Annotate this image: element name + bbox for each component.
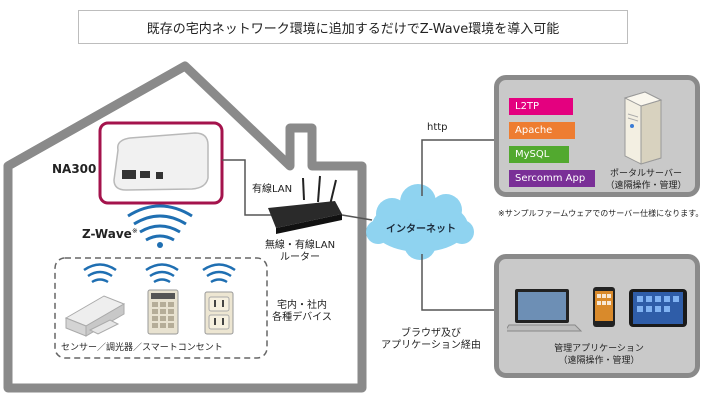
internet-cloud-icon [366,184,474,260]
router-label-line1: 無線・有線LAN [264,240,336,251]
router-label: 無線・有線LAN ルーター [262,240,338,264]
wired-lan-label: 有線LAN [252,184,293,195]
router-internet-line [341,214,373,221]
banner-text: 既存の宅内ネットワーク環境に追加するだけでZ-Wave環境を導入可能 [146,21,560,37]
zwave-label: Z-Wave※ [82,227,138,241]
router-icon [268,175,342,234]
server-label-line2: （遠隔操作・管理） [605,181,687,191]
house-roof-left [5,62,188,170]
sensor-device-icon [64,295,126,337]
browser-label-line2: アプリケーション経由 [381,340,481,351]
sensor-signal-icon [83,263,117,284]
http-label: http [427,122,448,133]
home-devices-line1: 宅内・社内 [277,300,327,311]
na300-label: NA300 [52,162,97,176]
tag-apache: Apache [509,122,575,139]
na300-device-icon [113,132,209,191]
app-label-line1: 管理アプリケーション [554,344,644,354]
app-label-line2: （遠隔操作・管理） [558,356,640,366]
banner: 既存の宅内ネットワーク環境に追加するだけでZ-Wave環境を導入可能 [78,10,628,44]
dimmer-device-icon [147,289,179,335]
home-devices-line2: 各種デバイス [272,312,332,323]
devices-box [54,257,268,359]
server-note: ※サンプルファームウェアでのサーバー仕様になります。 [498,209,704,218]
devices-icons [507,287,687,332]
server-panel: L2TP Apache MySQL Sercomm App ポータルサーバー （… [494,75,700,197]
tag-mysql: MySQL [509,146,569,163]
browser-label-line1: ブラウザ及び [401,328,461,339]
smartphone-icon [593,287,615,327]
dimmer-signal-icon [145,263,179,284]
zwave-text: Z-Wave [82,227,132,241]
server-label: ポータルサーバー （遠隔操作・管理） [601,168,691,192]
server-label-line1: ポータルサーバー [610,169,682,179]
browser-line [421,254,497,311]
app-label: 管理アプリケーション （遠隔操作・管理） [519,343,679,367]
home-devices-label: 宅内・社内 各種デバイス [270,300,334,324]
app-panel: 管理アプリケーション （遠隔操作・管理） [494,254,700,378]
internet-label: インターネット [386,224,456,235]
zwave-footnote-mark: ※ [131,227,138,235]
tag-sercomm-app: Sercomm App [509,170,595,187]
http-line [421,139,497,196]
tablet-icon [629,289,687,327]
outlet-device-icon [204,291,234,335]
zwave-signal-icon [127,204,193,242]
outlet-signal-icon [202,263,236,284]
devices-caption: センサー／調光器／スマートコンセント [61,343,223,353]
laptop-icon [507,289,583,332]
tag-l2tp: L2TP [509,98,573,115]
browser-label: ブラウザ及び アプリケーション経由 [376,328,486,352]
wired-lan-line [222,159,275,216]
zwave-dot [157,242,163,248]
router-label-line2: ルーター [280,252,320,263]
house-outline [3,61,367,393]
server-icon [623,91,663,165]
